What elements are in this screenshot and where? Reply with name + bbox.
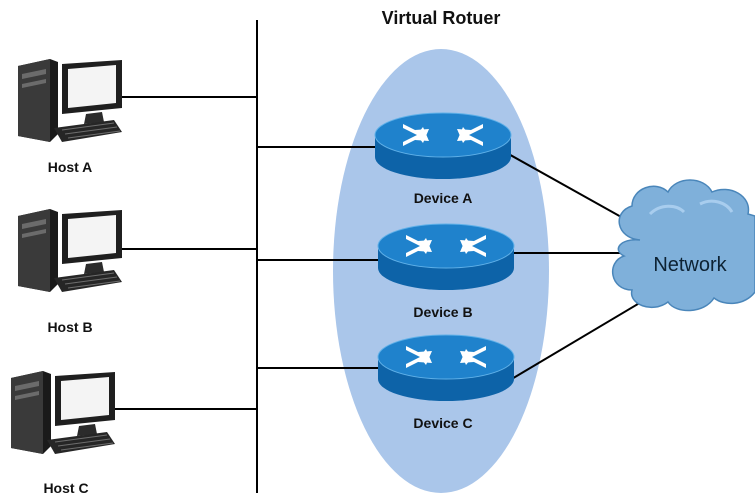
network-cloud-icon xyxy=(611,179,755,312)
device-c-router-icon xyxy=(377,334,515,402)
host-a-computer-icon xyxy=(17,58,123,143)
host-b-label: Host B xyxy=(47,319,92,335)
device-a-label: Device A xyxy=(414,190,473,206)
device-c-label: Device C xyxy=(413,415,472,431)
device-a-router-icon xyxy=(374,112,512,180)
device-b-label: Device B xyxy=(413,304,472,320)
device-b-router-icon xyxy=(377,223,515,291)
host-c-label: Host C xyxy=(43,480,88,493)
host-b-computer-icon xyxy=(17,208,123,293)
host-c-computer-icon xyxy=(10,370,116,455)
host-a-label: Host A xyxy=(48,159,93,175)
network-label: Network xyxy=(653,254,727,276)
link-c-network xyxy=(509,297,649,381)
diagram-title: Virtual Rotuer xyxy=(382,8,501,28)
